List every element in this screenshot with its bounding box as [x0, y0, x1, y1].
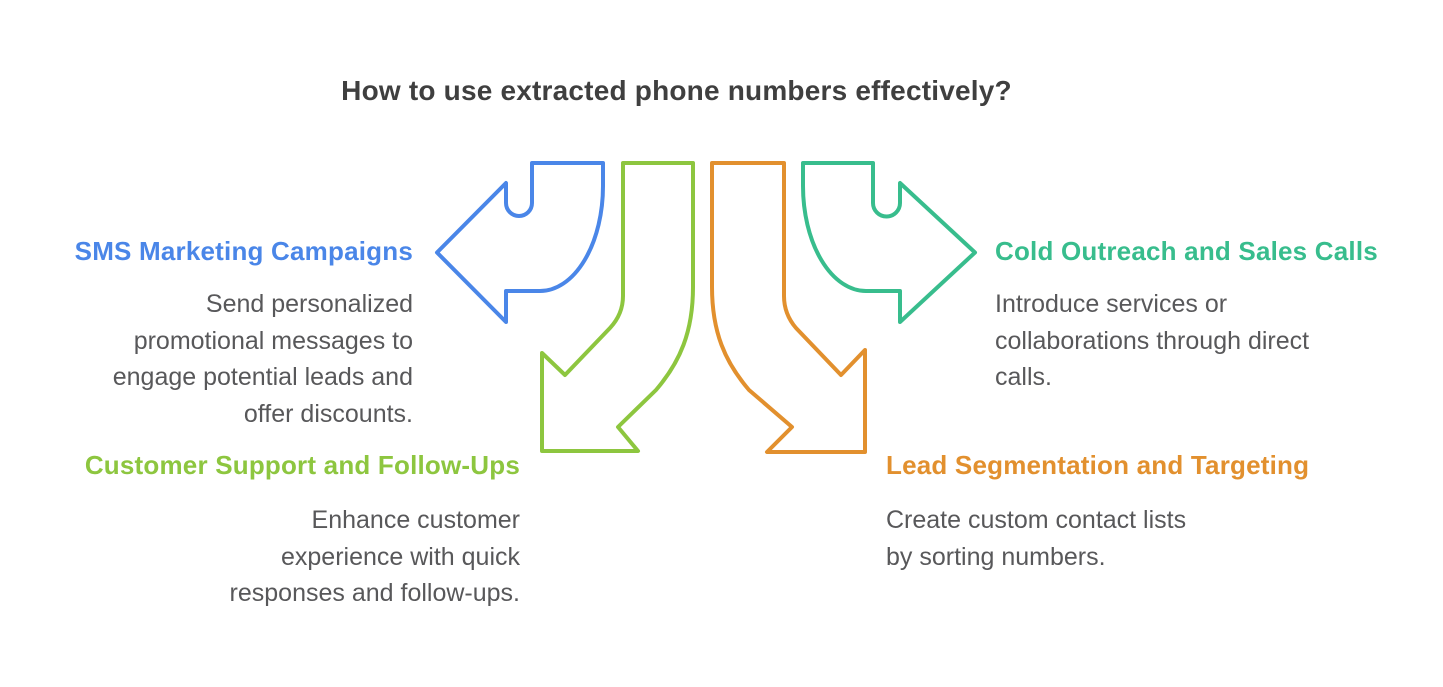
section-customer-support-heading: Customer Support and Follow-Ups	[84, 450, 520, 480]
section-sms-line: offer discounts.	[243, 399, 413, 428]
section-sms-line: Send personalized	[205, 290, 413, 318]
section-customer-support-line: Enhance customer	[311, 506, 520, 534]
section-lead-segmentation-line: by sorting numbers.	[886, 542, 1106, 571]
section-lead-segmentation-line: Create custom contact lists	[886, 506, 1187, 534]
section-cold-outreach-line: calls.	[995, 363, 1052, 391]
section-sms-line: promotional messages to	[133, 326, 413, 355]
section-lead-segmentation: Lead Segmentation and Targeting Create c…	[886, 450, 1366, 575]
lead-segmentation-arrow-shape	[710, 161, 867, 454]
section-sms-heading: SMS Marketing Campaigns	[74, 236, 413, 266]
cold-outreach-arrow-shape	[801, 161, 977, 324]
sms-arrow-shape	[435, 161, 605, 324]
section-sms-marketing: SMS Marketing Campaigns Send personalize…	[0, 236, 413, 432]
section-cold-outreach: Cold Outreach and Sales Calls Introduce …	[995, 236, 1435, 396]
section-cold-outreach-line: Introduce services or	[995, 290, 1228, 318]
section-lead-segmentation-heading: Lead Segmentation and Targeting	[886, 450, 1310, 480]
section-customer-support: Customer Support and Follow-Ups Enhance …	[0, 450, 520, 612]
customer-support-arrow-shape	[540, 161, 695, 453]
page-title: How to use extracted phone numbers effec…	[341, 75, 1012, 106]
section-customer-support-line: experience with quick	[280, 542, 520, 571]
section-cold-outreach-heading: Cold Outreach and Sales Calls	[995, 236, 1378, 266]
section-customer-support-line: responses and follow-ups.	[229, 579, 520, 607]
section-sms-line: engage potential leads and	[112, 363, 413, 391]
section-cold-outreach-line: collaborations through direct	[995, 326, 1310, 355]
